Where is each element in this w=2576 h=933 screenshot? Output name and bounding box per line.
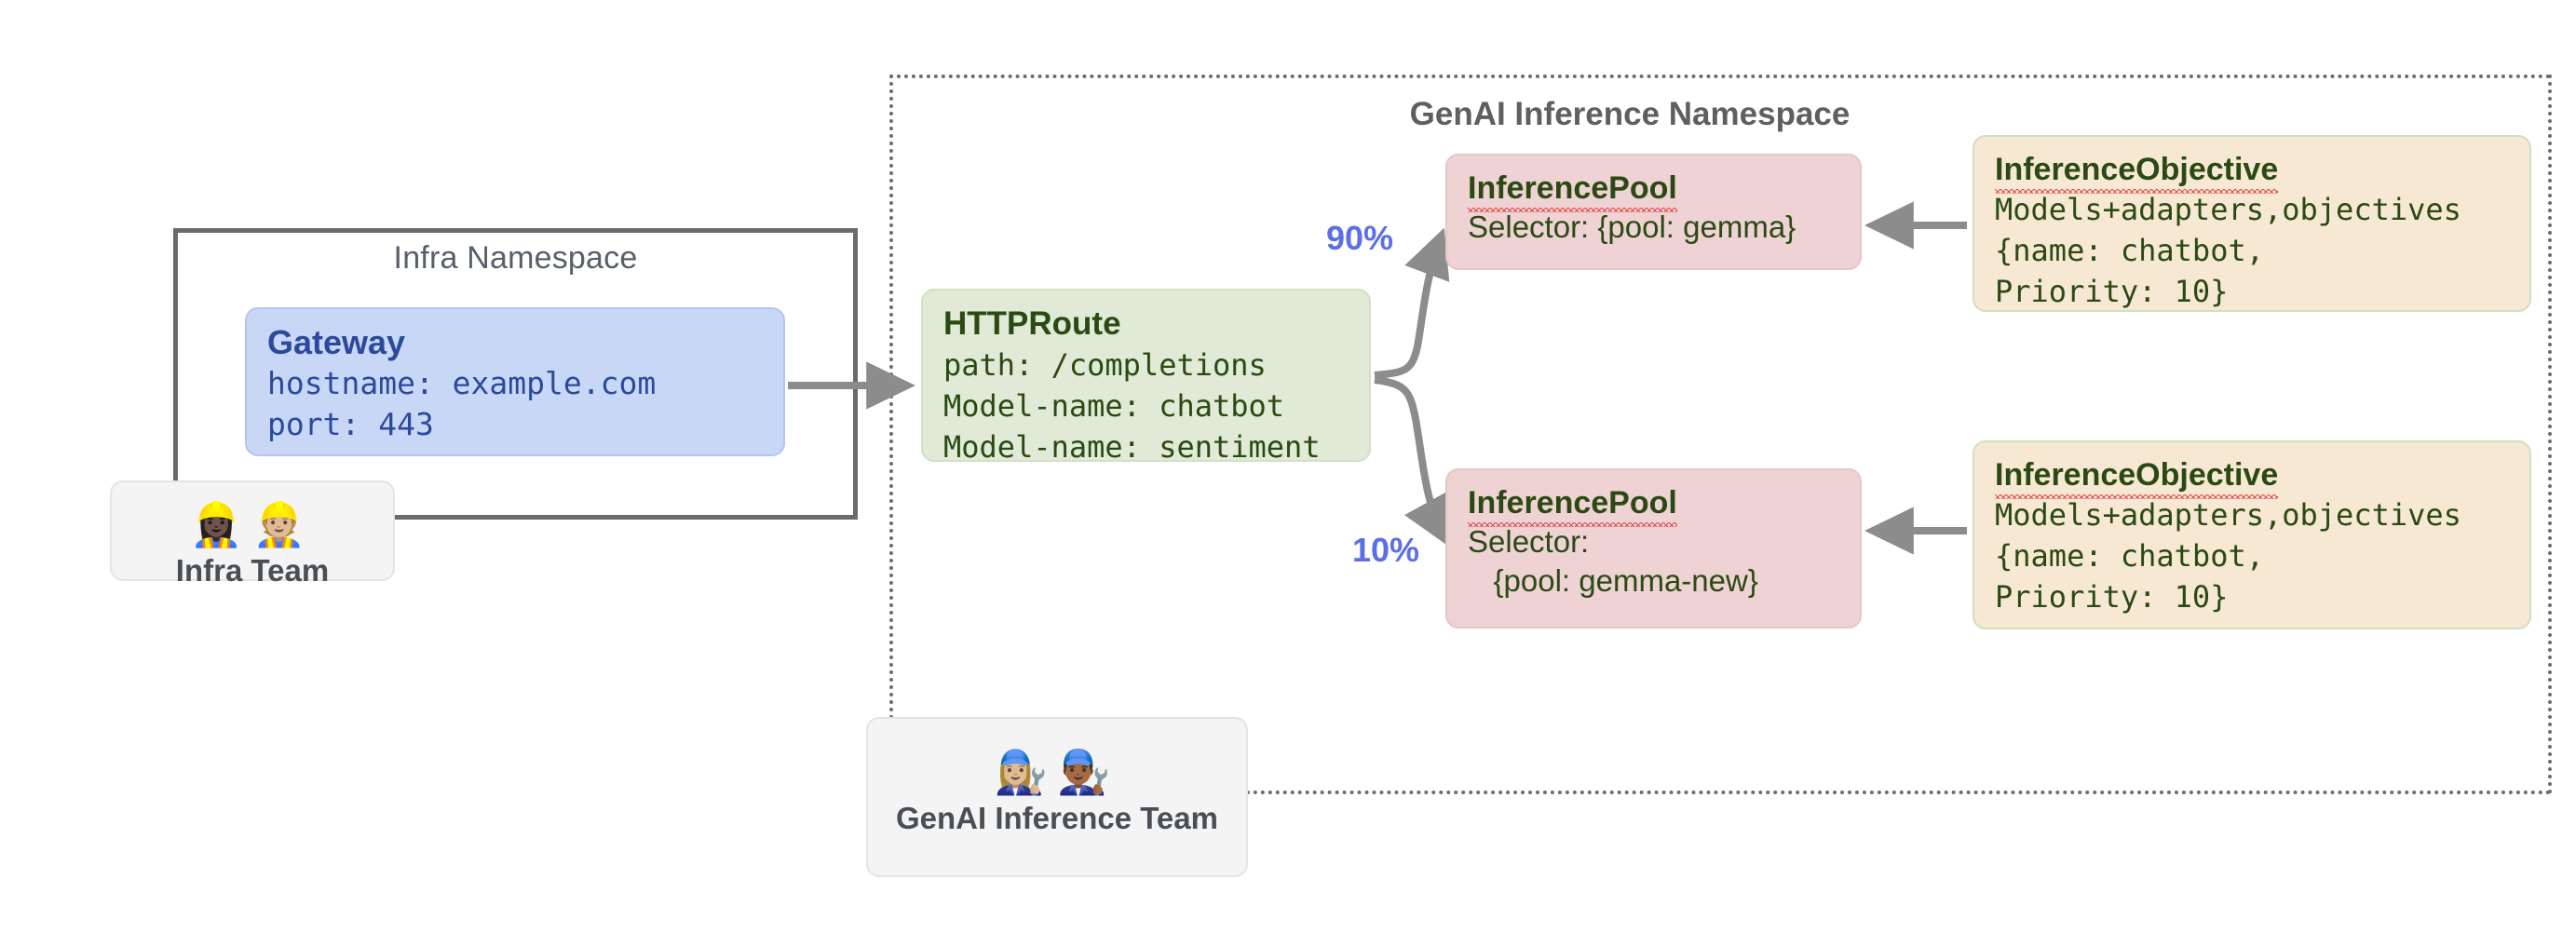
inferencepool-gemma-box[interactable]: InferencePool Selector: {pool: gemma} [1445,154,1862,270]
httproute-model-chatbot-line: Model-name: chatbot [943,388,1285,424]
infra-namespace-label: Infra Namespace [393,240,638,276]
construction-worker-icon: 👷🏿‍♀️👷🏼 [189,500,316,548]
inferencepool-gemma-new-selector-line-1: Selector: [1468,524,1590,559]
gateway-hostname-line: hostname: example.com [267,365,657,401]
genai-team-chip[interactable]: 👩🏼‍🔧👨🏾‍🔧 GenAI Inference Team [866,717,1248,877]
genai-namespace-boundary [889,74,2552,794]
infra-namespace-boundary [173,228,858,520]
mechanic-icon: 👩🏼‍🔧👨🏾‍🔧 [994,748,1120,796]
traffic-weight-10-label: 10% [1352,531,1420,569]
inferencepool-gemma-new-selector-line-2: {pool: gemma-new} [1468,563,1758,598]
genai-namespace-label: GenAI Inference Namespace [1409,96,1851,132]
httproute-path-line: path: /completions [943,347,1267,383]
inferenceobjective-top-priority-line: Priority: 10} [1995,274,2229,309]
gateway-port-line: port: 443 [267,406,434,442]
inferenceobjective-top-models-line: Models+adapters,objectives [1995,192,2461,227]
gateway-title: Gateway [267,323,406,361]
inferencepool-gemma-new-box[interactable]: InferencePool Selector: {pool: gemma-new… [1445,468,1862,629]
inferenceobjective-bottom-models-line: Models+adapters,objectives [1995,497,2461,533]
inferencepool-gemma-title: InferencePool [1468,170,1677,212]
inferenceobjective-bottom-priority-line: Priority: 10} [1995,579,2229,615]
httproute-resource-box[interactable]: HTTPRoute path: /completions Model-name:… [921,289,1371,465]
httproute-title: HTTPRoute [943,305,1121,342]
infra-team-label: Infra Team [175,553,330,588]
inferenceobjective-bottom-name-line: {name: chatbot, [1995,538,2264,574]
httproute-model-sentiment-line: Model-name: sentiment [943,429,1321,465]
inferencepool-gemma-selector-line: Selector: {pool: gemma} [1468,210,1796,244]
inferenceobjective-top-name-line: {name: chatbot, [1995,233,2264,268]
inferenceobjective-bottom-title: InferenceObjective [1995,457,2279,499]
genai-team-label: GenAI Inference Team [895,801,1218,835]
inferenceobjective-bottom-box[interactable]: InferenceObjective Models+adapters,objec… [1973,440,2531,629]
inferenceobjective-top-title: InferenceObjective [1995,152,2279,194]
traffic-weight-90-label: 90% [1326,219,1394,257]
infra-team-chip[interactable]: 👷🏿‍♀️👷🏼 Infra Team [110,480,395,588]
inferencepool-gemma-new-title: InferencePool [1468,485,1677,527]
inferenceobjective-top-box[interactable]: InferenceObjective Models+adapters,objec… [1973,135,2531,312]
gateway-resource-box[interactable]: Gateway hostname: example.com port: 443 [245,307,785,456]
